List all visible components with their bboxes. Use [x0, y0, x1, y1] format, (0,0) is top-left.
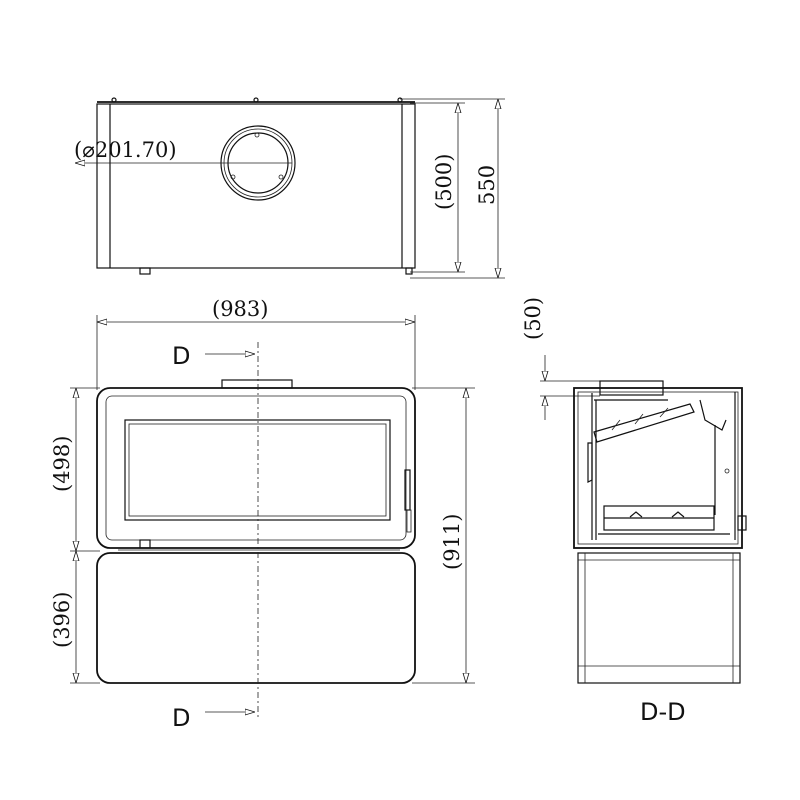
front-view: (983) D D (498) (396) (911): [50, 297, 475, 732]
width-dimension: (983): [212, 297, 268, 321]
top-view: (⌀201.70) (500) 550: [74, 97, 505, 279]
section-view-d-d: (50) D-D: [521, 297, 747, 726]
inner-depth-dimension: (500): [432, 154, 456, 210]
section-marker-top: D: [172, 342, 190, 370]
outer-depth-dimension: 550: [475, 165, 499, 205]
lower-height-dimension: (396): [50, 592, 74, 648]
upper-height-dimension: (498): [50, 436, 74, 492]
flue-diameter-dimension: (⌀201.70): [74, 138, 177, 162]
collar-height-dimension: (50): [521, 297, 545, 340]
section-marker-bottom: D: [172, 704, 190, 732]
total-height-dimension: (911): [440, 514, 464, 570]
section-title: D-D: [640, 698, 686, 726]
